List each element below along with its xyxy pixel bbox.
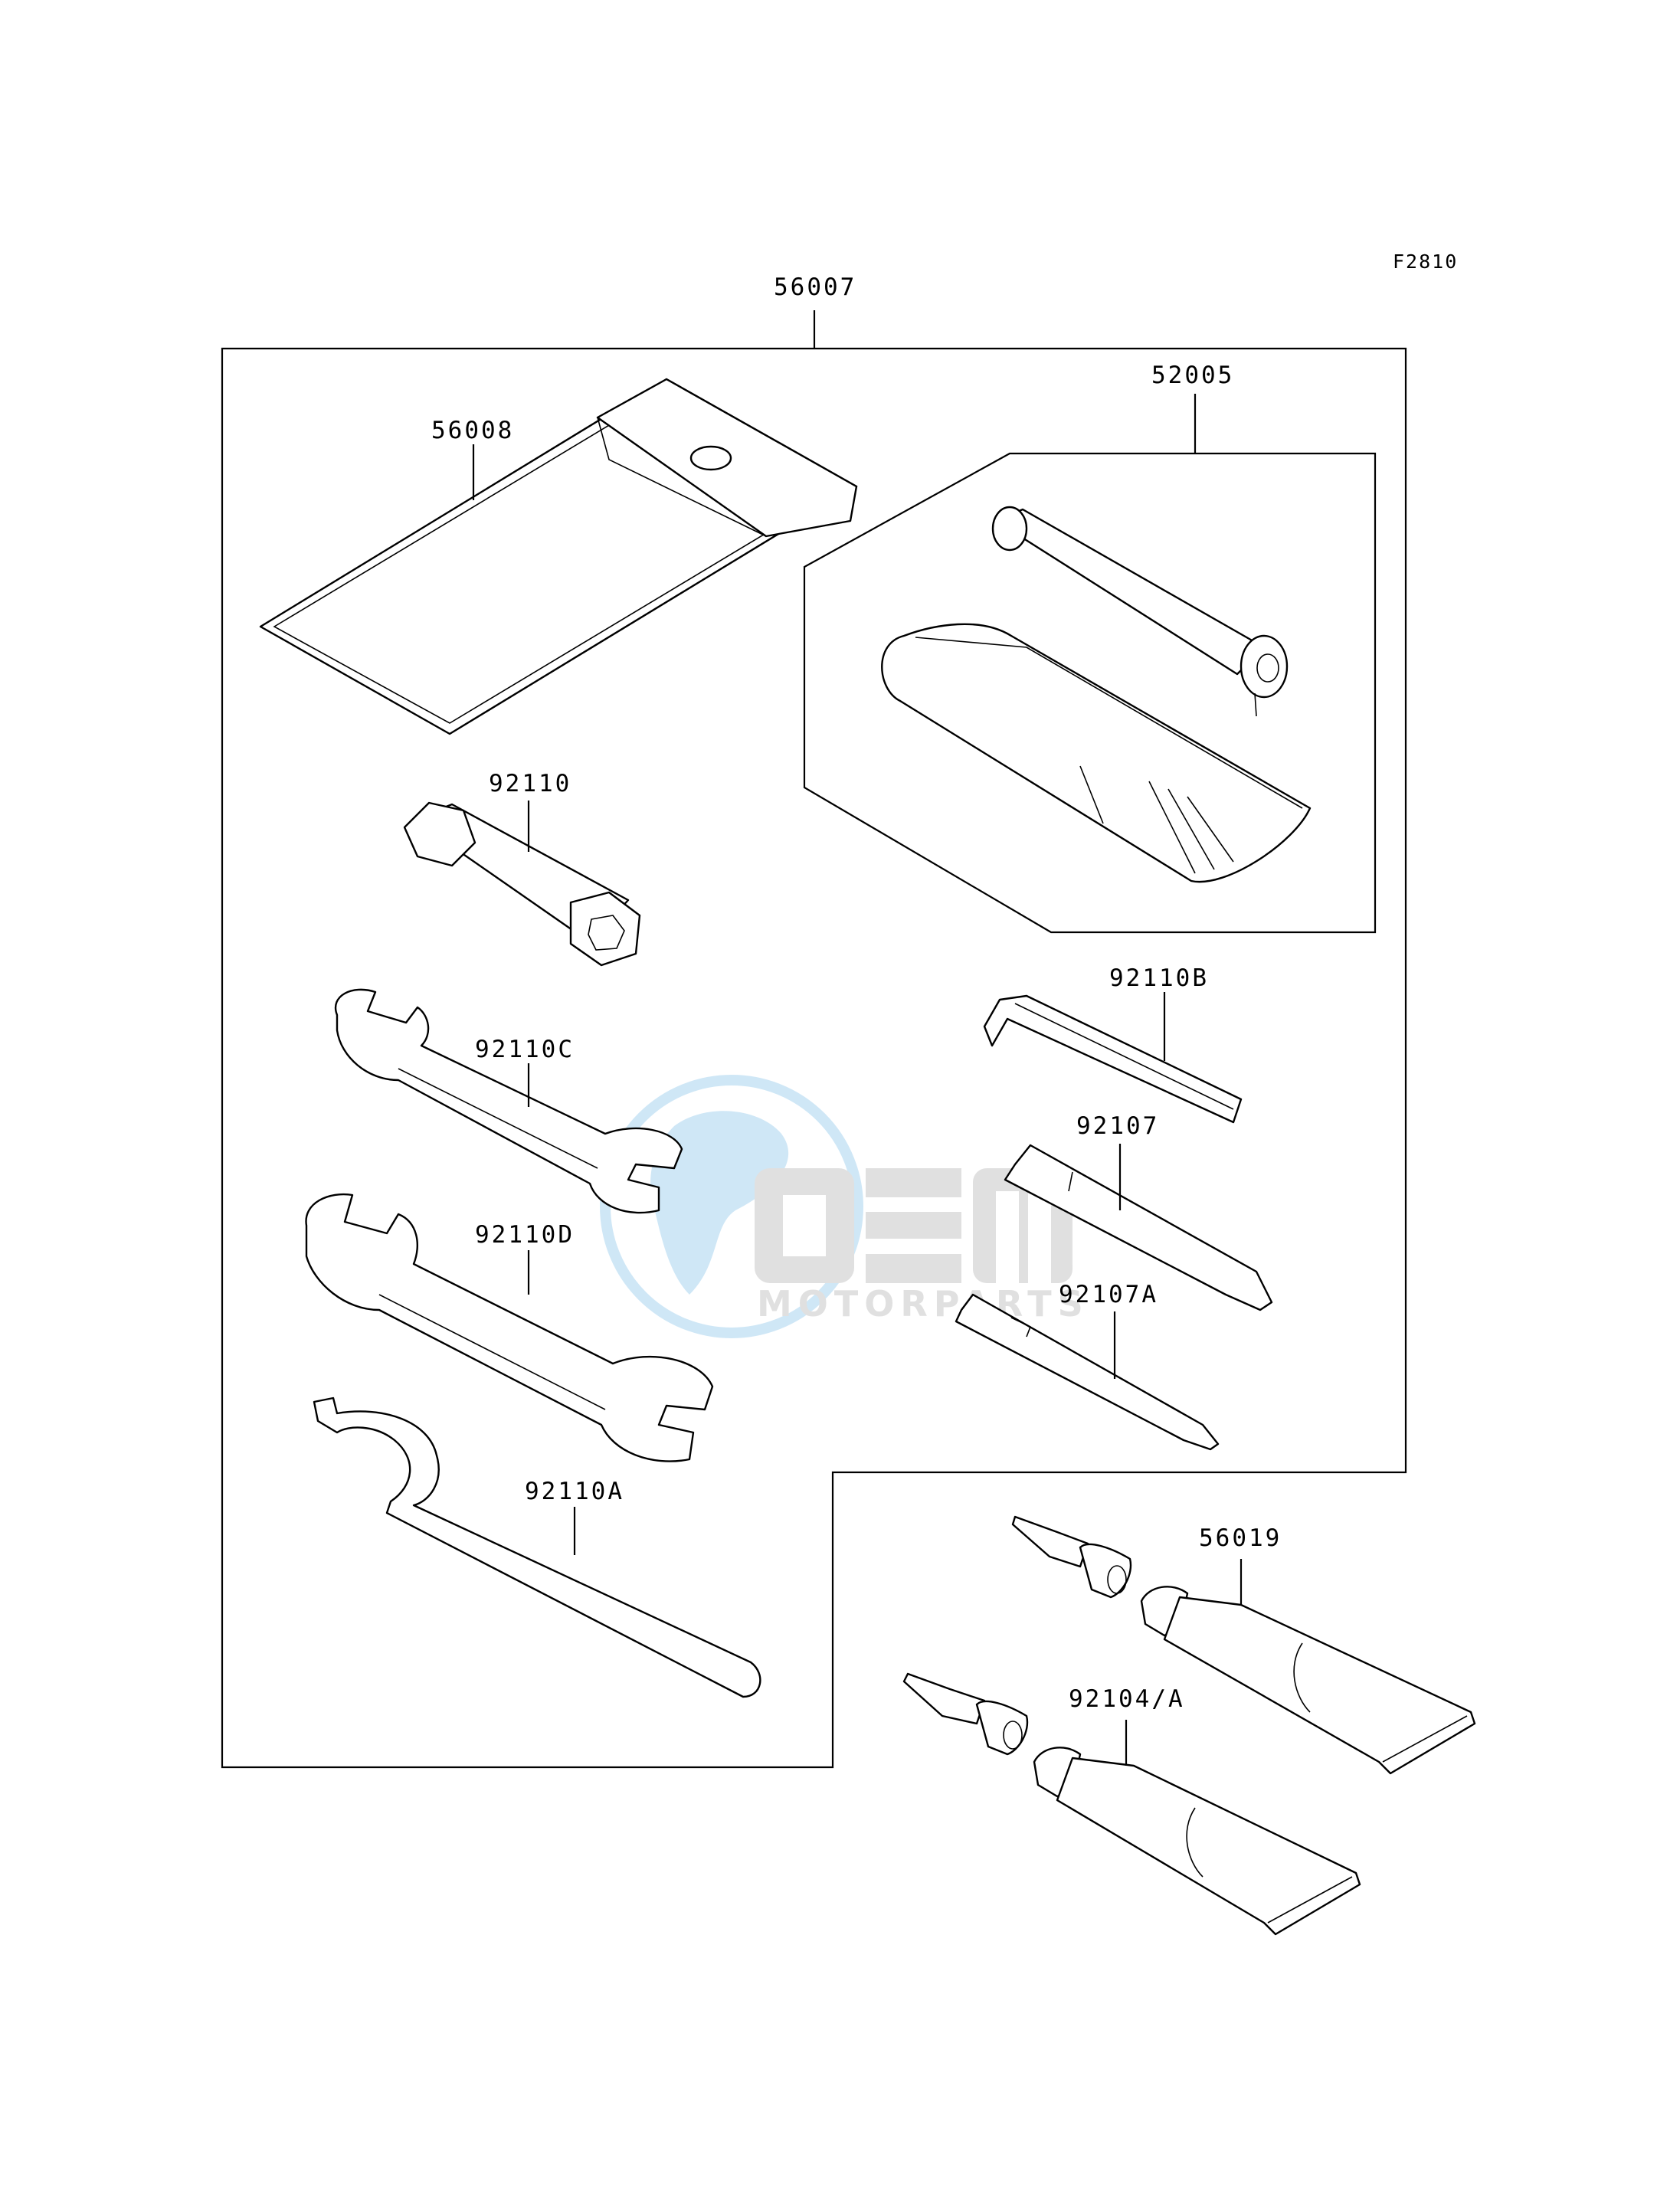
part-label-56008: 56008 [431, 417, 514, 444]
tool-case-56008 [259, 378, 858, 735]
pouch [881, 623, 1312, 883]
box-52005 [803, 452, 1377, 934]
part-label-92110C: 92110C [475, 1036, 575, 1063]
part-label-56019: 56019 [1199, 1524, 1282, 1552]
plug-wrench-92110 [403, 801, 641, 967]
screwdriver-bit-92107 [1004, 1144, 1273, 1311]
kit-frame [221, 347, 1407, 1769]
part-label-52005: 52005 [1151, 362, 1234, 389]
figure-code: F2810 [1393, 250, 1458, 273]
part-label-92110B: 92110B [1109, 964, 1209, 992]
open-end-wrench-92110D [305, 1193, 714, 1462]
part-label-92107A: 92107A [1059, 1281, 1158, 1308]
part-label-92110A: 92110A [525, 1478, 624, 1505]
grease-tube-56019 [1011, 1515, 1476, 1775]
grease-tube-92104A [902, 1672, 1361, 1936]
part-label-92107: 92107 [1076, 1112, 1159, 1140]
watermark-logo: MOTORPARTS [600, 1075, 1089, 1338]
hook-wrench-92110A [313, 1396, 761, 1698]
part-label-56007: 56007 [774, 273, 856, 301]
watermark-subtitle: MOTORPARTS [757, 1283, 1089, 1324]
part-label-92110D: 92110D [475, 1221, 575, 1249]
screwdriver-handle [991, 506, 1289, 717]
hex-key-92110B [983, 994, 1243, 1124]
screwdriver-bit-92107A [955, 1293, 1220, 1451]
part-label-92110: 92110 [489, 770, 571, 797]
part-label-92104A: 92104/A [1069, 1685, 1185, 1713]
open-end-wrench-92110C [334, 988, 683, 1214]
